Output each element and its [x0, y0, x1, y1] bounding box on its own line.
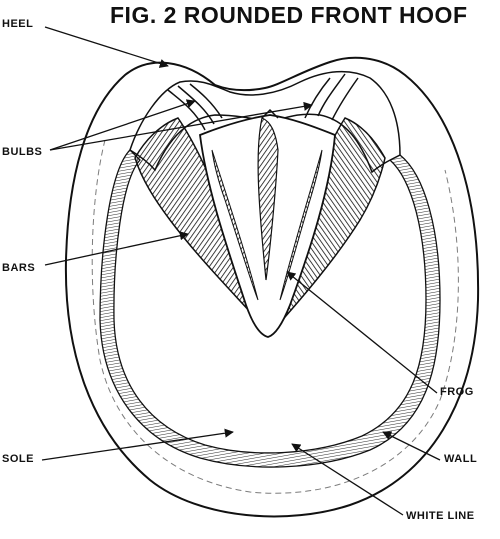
- label-sole: SOLE: [2, 453, 34, 465]
- label-bars: BARS: [2, 262, 35, 274]
- label-wall: WALL: [444, 453, 477, 465]
- heel-leader: [45, 27, 168, 66]
- label-heel: HEEL: [2, 18, 33, 30]
- label-white-line: WHITE LINE: [406, 510, 475, 522]
- label-bulbs: BULBS: [2, 146, 42, 158]
- label-frog: FROG: [440, 386, 474, 398]
